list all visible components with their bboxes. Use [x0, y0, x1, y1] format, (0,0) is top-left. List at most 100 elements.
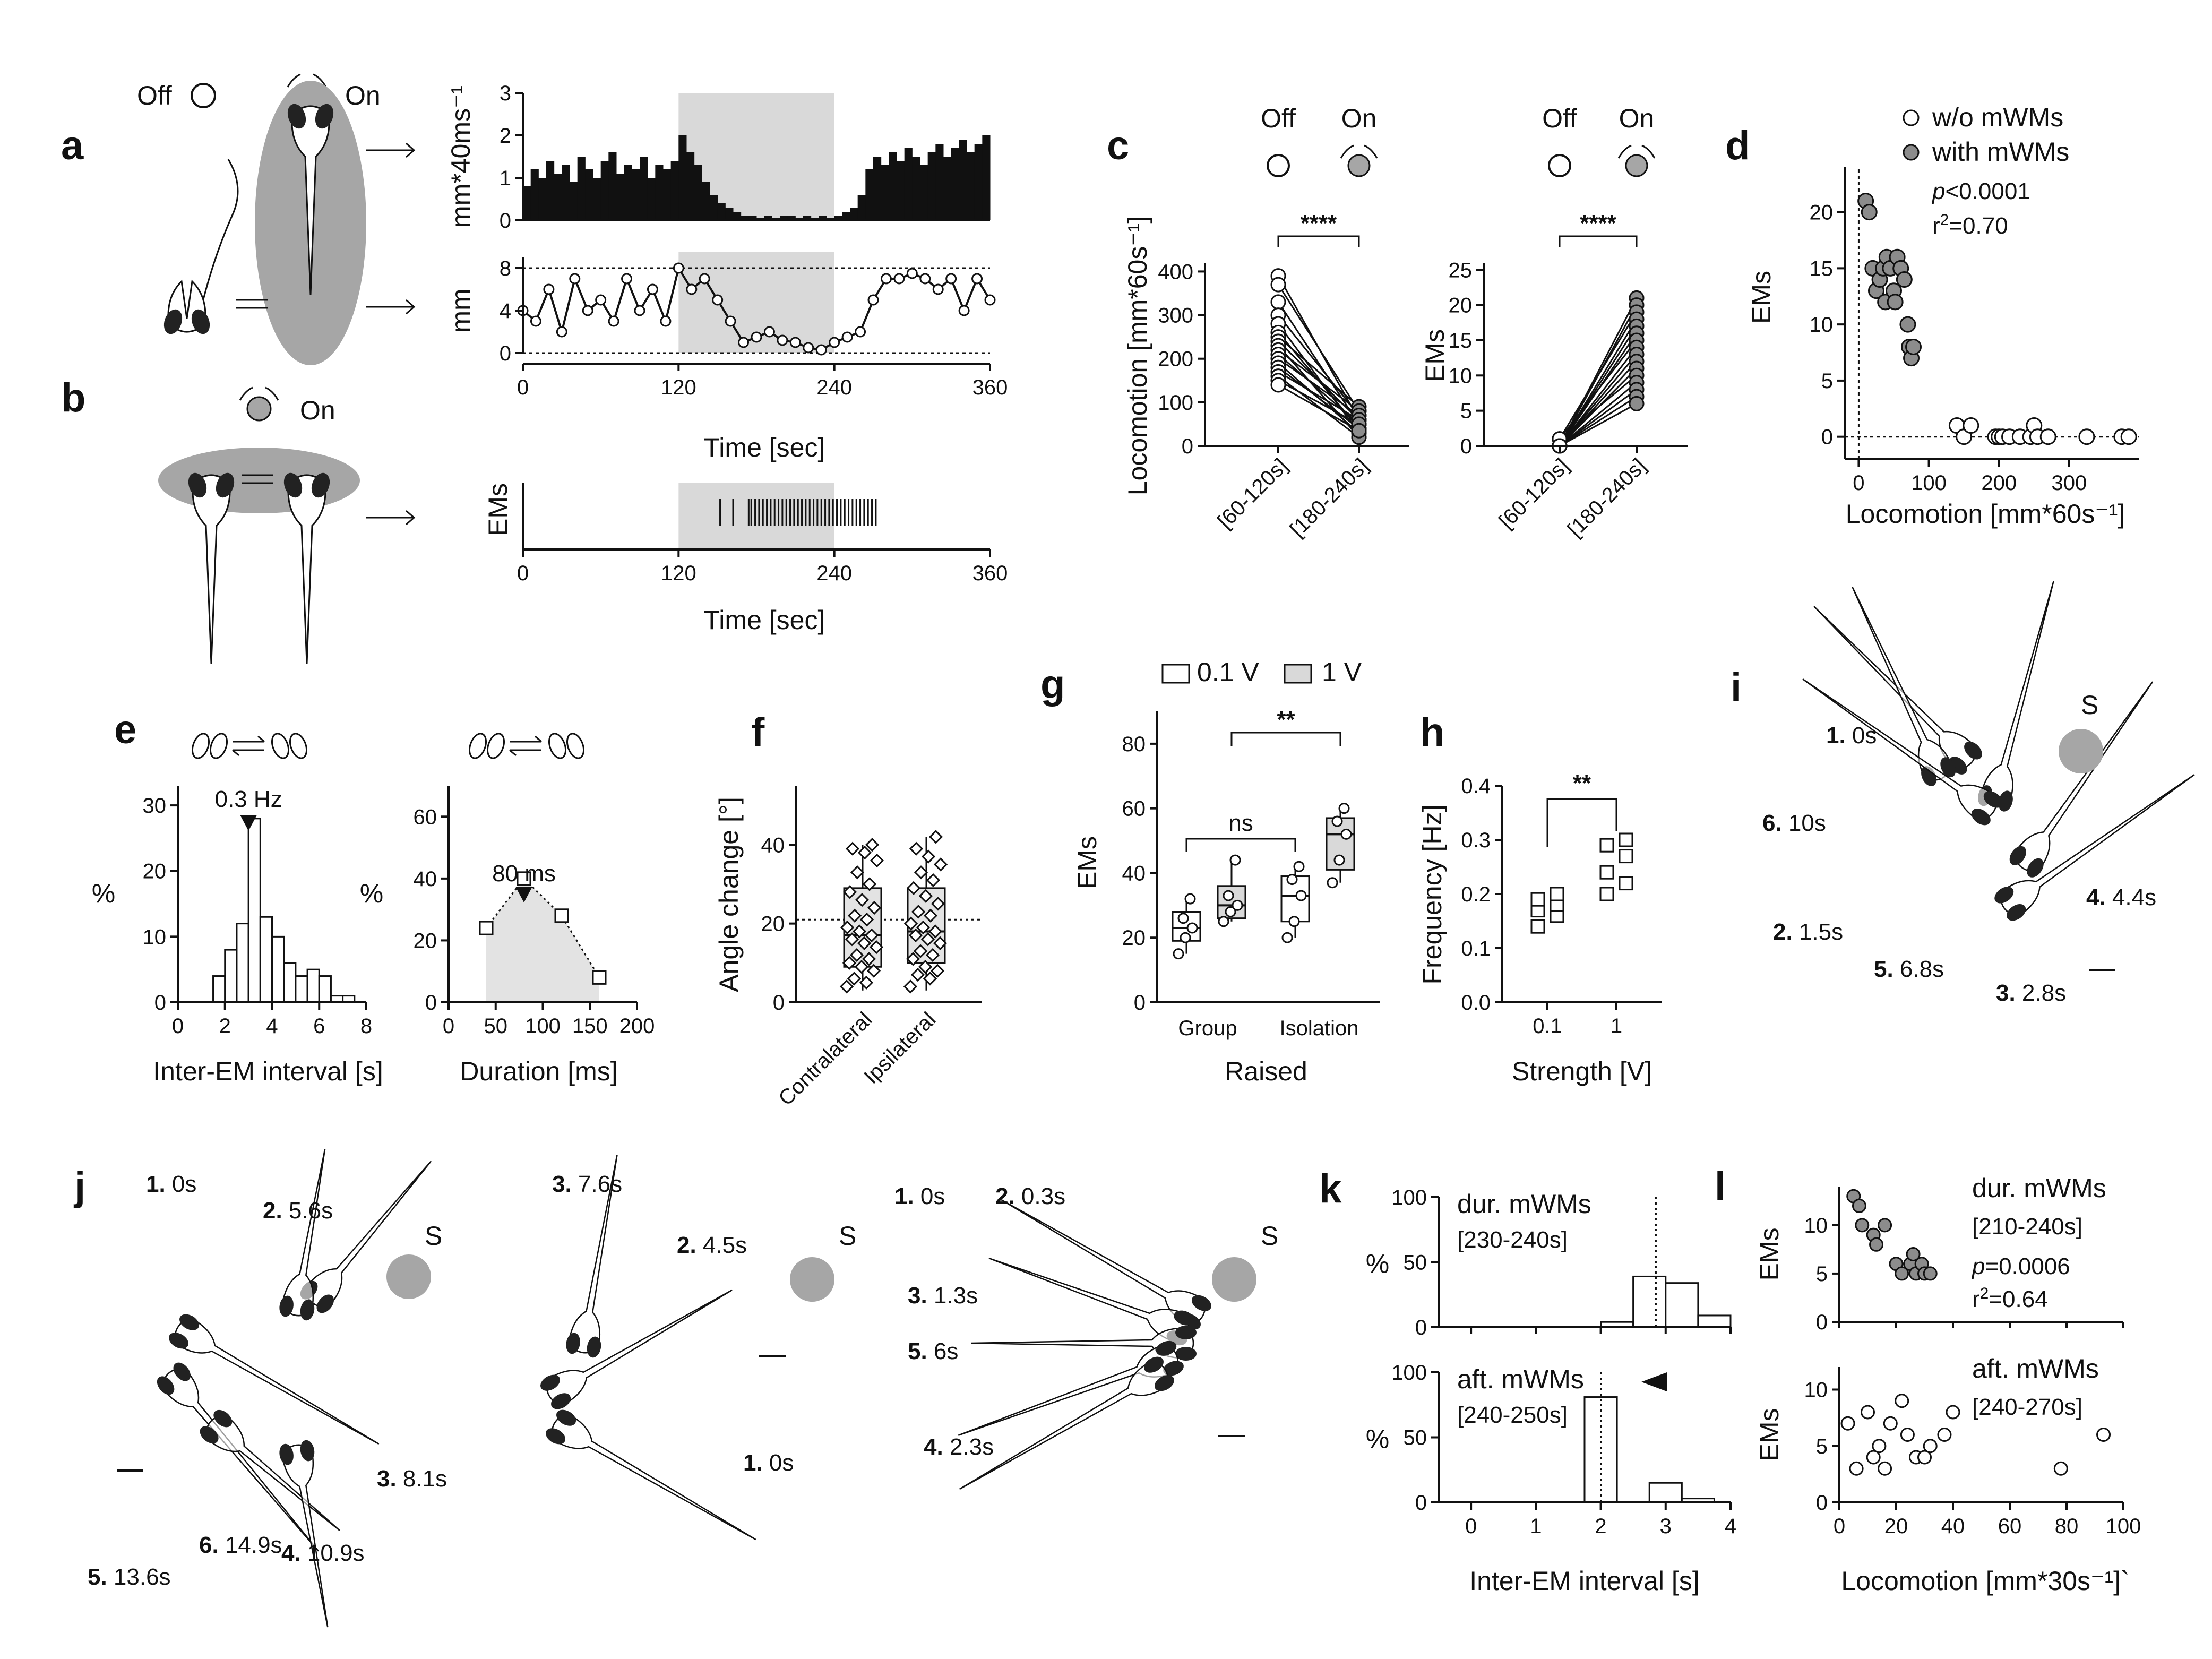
i-fish	[1852, 587, 1956, 787]
f-point	[930, 964, 945, 978]
j-right-stimulus	[1212, 1257, 1256, 1302]
g-point	[1229, 854, 1241, 866]
panel-label-c: c	[1107, 123, 1129, 168]
c-stim-on-icon-wave-left	[1340, 144, 1354, 159]
a-top-bar	[523, 186, 531, 220]
a-top-bar	[920, 165, 928, 220]
b-ylabel: EMs	[483, 483, 513, 536]
e_left-y-tick-label: 0	[154, 991, 166, 1015]
panel-label-e: e	[114, 707, 136, 752]
g-category-label: Group	[1178, 1017, 1237, 1040]
g-y-tick-label: 40	[1122, 862, 1146, 885]
a-mid-point	[751, 331, 762, 343]
c_left-y-tick-label: 0	[1182, 435, 1193, 458]
g-y-tick-label: 60	[1122, 797, 1146, 821]
a-mid-point	[867, 294, 879, 306]
d-x-tick-label: 0	[1853, 471, 1864, 495]
g-category-label: Isolation	[1280, 1017, 1359, 1040]
g-point	[1327, 877, 1338, 889]
f-point	[921, 849, 936, 864]
l_bottom-subtitle: [240-270s]	[1972, 1394, 2082, 1420]
i-label-6-number: 6.	[1762, 810, 1788, 836]
j-right-trajectory	[958, 1199, 1211, 1490]
f-point	[855, 893, 870, 907]
j-right-label-5-time: 6s	[934, 1338, 958, 1364]
j-left-stimulus	[386, 1254, 431, 1299]
j-left-fish-eye	[279, 1443, 294, 1465]
g-point	[1286, 874, 1298, 886]
f-y-tick-label: 40	[761, 833, 785, 857]
panel-label-h: h	[1420, 710, 1444, 755]
f-point	[928, 924, 943, 939]
f-point	[916, 920, 931, 935]
f-point	[845, 841, 860, 856]
panel-label-l: l	[1715, 1164, 1726, 1209]
c-stim-on-icon-2-wave-left	[1617, 144, 1632, 159]
c_right-y-tick-label: 15	[1449, 329, 1473, 353]
a-top-bar	[577, 157, 586, 220]
k_top-title: dur. mWMs	[1457, 1189, 1591, 1219]
k_bottom-x-tick-label: 3	[1660, 1515, 1672, 1538]
b-fish-right-eye-left	[283, 472, 303, 498]
e-left-hist-bar	[318, 975, 332, 1003]
c_left-significance: ****	[1301, 210, 1337, 236]
a-top-bar	[530, 169, 539, 220]
f-point	[847, 908, 862, 923]
k_bottom-xlabel: Inter-EM interval [s]	[1469, 1566, 1699, 1596]
j-left-fish	[200, 1409, 340, 1531]
c-off-label-2: Off	[1542, 104, 1577, 133]
panel-label-a: a	[61, 123, 84, 168]
e_left-x-tick-label: 6	[313, 1015, 325, 1038]
j-right-fish-eye	[1174, 1310, 1194, 1326]
i-stimulus-label: S	[2081, 690, 2098, 720]
k_bottom-y-tick-label: 50	[1404, 1426, 1427, 1450]
j-right-fish-eye	[1175, 1326, 1197, 1339]
l_bottom-title: aft. mWMs	[1972, 1354, 2099, 1383]
c_left-point-before	[1270, 277, 1286, 293]
a_top-y-tick-label: 3	[500, 82, 511, 105]
a-top-bar	[710, 195, 718, 220]
f-point	[931, 897, 945, 911]
e-right-point	[554, 908, 569, 923]
j-left-fish-eye	[279, 1295, 294, 1317]
g-point	[1184, 893, 1196, 905]
k_bottom-title: aft. mWMs	[1457, 1364, 1584, 1394]
k_bottom-ylabel: %	[1366, 1424, 1389, 1454]
e_right-x-tick-label: 100	[525, 1015, 561, 1038]
f-point	[852, 924, 867, 939]
h-xlabel: Strength [V]	[1512, 1056, 1652, 1086]
a-mid-point	[855, 326, 866, 338]
i-fish-eye	[1998, 790, 2013, 812]
a-top-bar	[897, 161, 905, 220]
a-mid-point	[530, 315, 541, 327]
a-top-bar	[927, 152, 936, 220]
a-mid-point	[906, 268, 918, 279]
b-swap-arrows	[242, 474, 273, 484]
c_left-pair-line	[1277, 314, 1360, 416]
h-point	[1599, 838, 1614, 853]
e-right-ylabel: %	[360, 879, 383, 908]
a-arrow-top	[366, 142, 416, 158]
f-point	[903, 979, 918, 994]
l_top-point	[1923, 1266, 1938, 1281]
a-mid-ylabel: mm	[446, 288, 476, 332]
d-legend-marker-1	[1903, 144, 1920, 161]
j-middle-label-1: 1. 0s	[743, 1450, 794, 1476]
l-top-r2-value: r2=0.64	[1972, 1285, 2048, 1312]
off-label: Off	[137, 81, 172, 110]
i-label-1-time: 0s	[1852, 723, 1877, 749]
a-mid-point	[673, 262, 684, 274]
i-fish-body	[2013, 681, 2154, 872]
j-right-label-1: 1. 0s	[894, 1183, 945, 1209]
j-left-label-3-number: 3.	[377, 1466, 403, 1492]
h-category-label: 1	[1611, 1015, 1622, 1038]
j-middle-fish-body	[551, 1413, 756, 1541]
h-point	[1619, 876, 1633, 891]
f-point	[854, 960, 869, 974]
f-point	[923, 972, 937, 986]
j-middle-stimulus-label: S	[839, 1221, 856, 1251]
f-point	[839, 979, 854, 994]
h-point	[1599, 887, 1614, 901]
g-point	[1218, 916, 1229, 927]
panel-label-f: f	[751, 710, 765, 755]
